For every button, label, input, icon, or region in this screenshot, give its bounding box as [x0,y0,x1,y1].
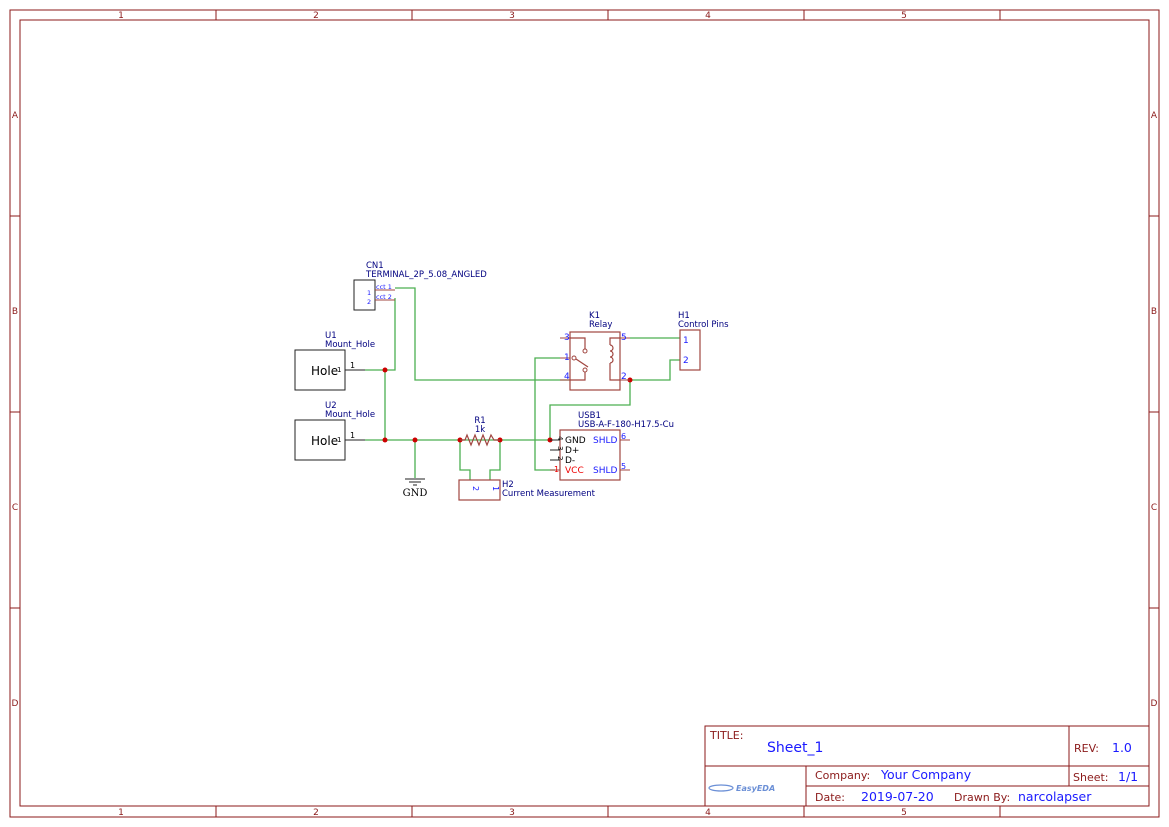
svg-text:Hole: Hole [311,364,338,378]
svg-text:D+: D+ [565,446,579,456]
svg-text:3: 3 [556,446,564,450]
svg-text:3: 3 [564,333,570,343]
svg-text:Hole: Hole [311,434,338,448]
svg-text:2: 2 [556,456,564,460]
u2-mount-hole[interactable]: U2 Mount_Hole Hole 1 1 [294,401,375,461]
svg-text:U1: U1 [325,331,337,341]
date-value: 2019-07-20 [861,789,934,804]
svg-text:1: 1 [350,431,355,440]
title-block: TITLE: Sheet_1 REV: 1.0 Company: Your Co… [704,725,1150,807]
svg-text:1: 1 [337,366,341,374]
svg-text:1: 1 [554,465,559,474]
svg-text:2: 2 [683,356,689,366]
svg-text:USB-A-F-180-H17.5-Cu: USB-A-F-180-H17.5-Cu [578,420,674,430]
svg-text:K1: K1 [589,311,600,321]
sheet-value: 1/1 [1118,769,1138,784]
svg-text:2: 2 [621,372,627,382]
row-label: D [1151,699,1158,709]
rev-label: REV: [1074,742,1099,755]
cn1-terminal[interactable]: CN1 TERMINAL_2P_5.08_ANGLED 1 2 cct 1 cc… [353,261,487,311]
svg-text:1: 1 [683,336,689,346]
svg-text:VCC: VCC [565,466,584,476]
sheet-title: Sheet_1 [767,740,823,756]
svg-text:GND: GND [403,488,428,499]
col-label: 3 [509,808,515,818]
svg-text:1: 1 [367,289,371,297]
svg-text:Mount_Hole: Mount_Hole [325,410,375,420]
junctions [382,367,633,443]
col-label: 4 [705,11,711,21]
wires [365,287,680,480]
svg-text:Control Pins: Control Pins [678,320,729,330]
date-label: Date: [815,791,845,804]
svg-text:1: 1 [564,353,570,363]
svg-text:Current Measurement: Current Measurement [502,489,596,499]
row-label: A [1151,111,1158,121]
svg-text:H1: H1 [678,311,690,321]
svg-text:SHLD: SHLD [593,436,617,446]
svg-text:GND: GND [565,436,586,446]
company-value: Your Company [880,767,972,782]
drawing-frame: 1 2 3 4 5 1 2 3 4 5 A B C D A B C D [9,9,1160,818]
row-label: C [1151,503,1157,513]
row-label: B [1151,307,1157,317]
cn1-value: TERMINAL_2P_5.08_ANGLED [365,270,487,280]
cn1-ref: CN1 [366,261,384,271]
svg-text:4: 4 [564,372,570,382]
rev-value: 1.0 [1112,740,1132,755]
gnd-symbol: GND [403,478,428,499]
drawn-by-label: Drawn By: [954,791,1010,804]
h2-header[interactable]: 2 1 H2 Current Measurement [458,479,596,501]
row-label: B [12,307,18,317]
row-label: A [12,111,19,121]
svg-text:cct 2: cct 2 [376,293,392,301]
svg-text:USB1: USB1 [578,411,601,421]
col-label: 1 [118,11,124,21]
title-label: TITLE: [709,729,743,742]
col-label: 4 [705,808,711,818]
svg-text:2: 2 [471,486,480,491]
sheet-label: Sheet: [1073,771,1109,784]
svg-text:2: 2 [367,298,371,306]
svg-text:1k: 1k [475,425,485,435]
svg-text:5: 5 [621,462,626,471]
svg-text:5: 5 [621,333,627,343]
col-label: 1 [118,808,124,818]
drawn-by-value: narcolapser [1018,789,1092,804]
svg-text:U2: U2 [325,401,337,411]
svg-text:H2: H2 [502,480,514,490]
k1-relay[interactable]: K1 Relay 3 1 4 5 2 [560,311,630,391]
col-label: 2 [313,808,319,818]
svg-text:Mount_Hole: Mount_Hole [325,340,375,350]
svg-text:R1: R1 [474,416,485,426]
svg-text:1: 1 [350,361,355,370]
svg-text:Relay: Relay [589,320,612,330]
svg-text:EasyEDA: EasyEDA [736,784,775,793]
svg-text:SHLD: SHLD [593,466,617,476]
svg-text:cct 1: cct 1 [376,283,392,291]
row-label: C [12,503,18,513]
col-label: 3 [509,11,515,21]
easyeda-logo: EasyEDA [708,784,775,793]
svg-text:1: 1 [491,486,500,491]
col-label: 5 [901,11,907,21]
col-label: 5 [901,808,907,818]
svg-text:D-: D- [565,456,575,466]
svg-text:6: 6 [621,432,626,441]
r1-resistor[interactable]: R1 1k [460,416,500,447]
usb1-connector[interactable]: USB1 USB-A-F-180-H17.5-Cu 4 3 2 1 GND D+… [550,411,674,481]
svg-text:1: 1 [337,436,341,444]
h1-control-pins[interactable]: 1 2 H1 Control Pins [678,311,729,371]
col-label: 2 [313,11,319,21]
row-label: D [12,699,19,709]
company-label: Company: [815,769,870,782]
svg-text:4: 4 [556,436,564,441]
u1-mount-hole[interactable]: U1 Mount_Hole Hole 1 1 [294,331,375,391]
